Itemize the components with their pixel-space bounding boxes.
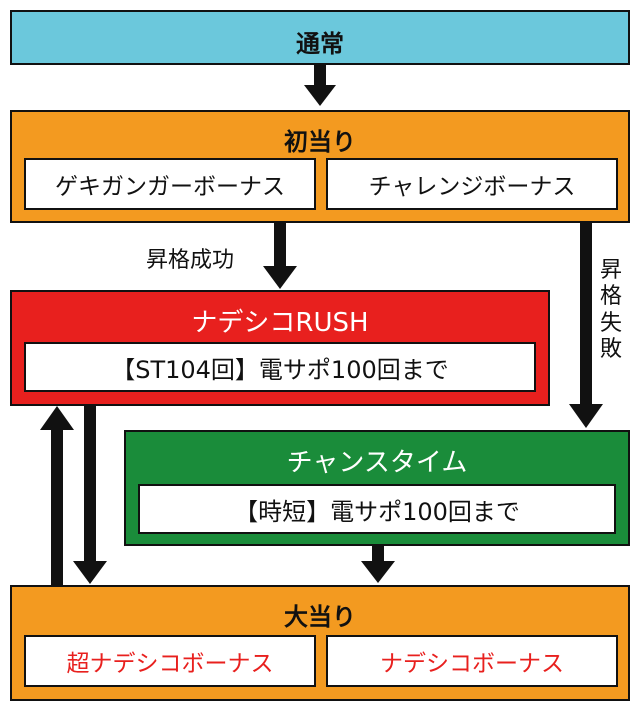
nadesico-rush-box: ナデシコRUSH 【ST104回】電サポ100回まで — [10, 290, 550, 406]
normal-state-title: 通常 — [296, 30, 344, 58]
nadesico-rush-title: ナデシコRUSH — [191, 308, 369, 338]
chance-time-box: チャンスタイム 【時短】電サポ100回まで — [124, 430, 630, 546]
arrow-normal-to-first-hit — [304, 65, 336, 106]
first-hit-title: 初当り — [284, 128, 356, 156]
promotion-fail-label: 昇格失敗 — [596, 258, 626, 364]
big-hit-title: 大当り — [284, 603, 356, 631]
big-hit-box: 大当り 超ナデシコボーナス ナデシコボーナス — [10, 585, 630, 701]
gekiganger-bonus: ゲキガンガーボーナス — [24, 158, 316, 210]
promotion-fail-text: 昇格失敗 — [599, 258, 622, 363]
challenge-bonus: チャレンジボーナス — [326, 158, 618, 210]
nadesico-bonus: ナデシコボーナス — [326, 635, 618, 687]
first-hit-box: 初当り ゲキガンガーボーナス チャレンジボーナス — [10, 110, 630, 223]
chance-time-title: チャンスタイム — [286, 448, 468, 478]
arrow-first-hit-to-rush — [263, 223, 297, 289]
promotion-success-label: 昇格成功 — [146, 248, 235, 273]
arrow-chance-time-to-big-hit — [361, 546, 395, 583]
super-nadesico-bonus: 超ナデシコボーナス — [24, 635, 316, 687]
arrow-rush-to-big-hit — [73, 406, 107, 584]
normal-state-box: 通常 — [10, 10, 630, 65]
nadesico-rush-detail: 【ST104回】電サポ100回まで — [24, 342, 536, 392]
chance-time-detail: 【時短】電サポ100回まで — [138, 484, 616, 534]
arrow-big-hit-to-rush — [40, 406, 74, 585]
arrow-first-hit-to-chance-time — [569, 223, 603, 428]
